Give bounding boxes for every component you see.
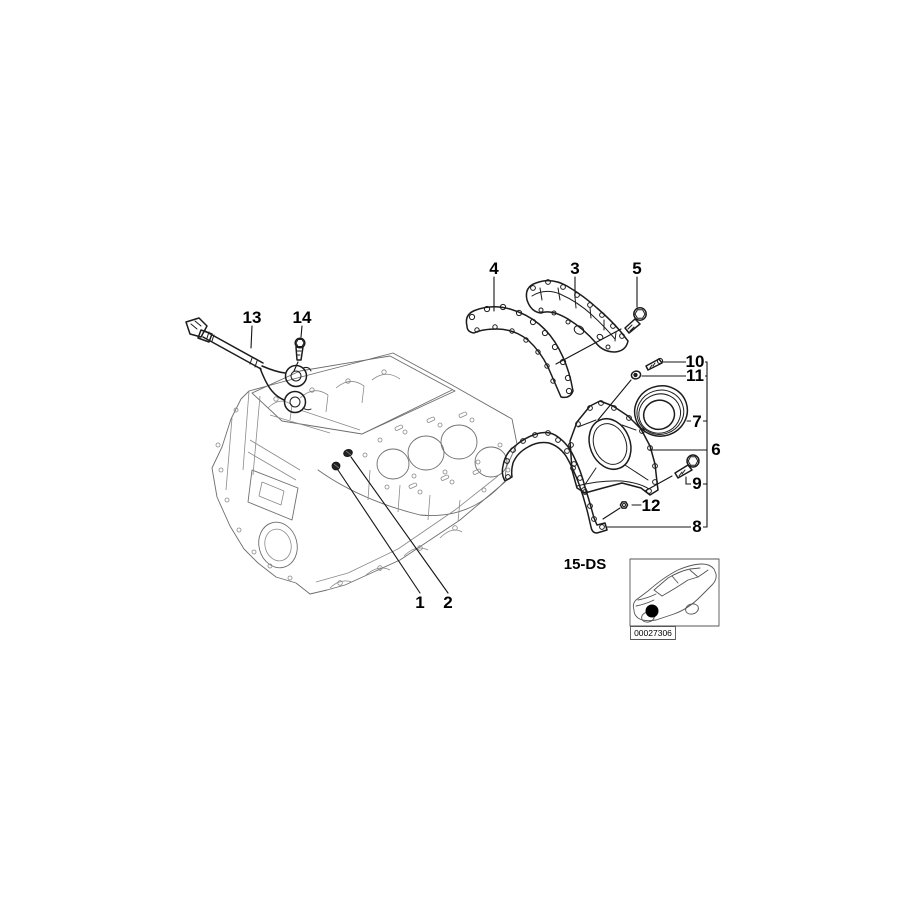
- callout-4[interactable]: 4: [489, 259, 499, 278]
- leader-lines: [250, 276, 708, 594]
- callout-2[interactable]: 2: [443, 593, 452, 612]
- seal-ring-item-7: [633, 385, 689, 437]
- section-label: 15-DS: [564, 556, 607, 573]
- gasket-item-4: [465, 303, 574, 399]
- engine-block-drawing: [211, 352, 518, 595]
- bolt-item-9: [674, 454, 700, 479]
- timing-cover-item-3: [525, 279, 629, 353]
- stud-item-10: [645, 357, 664, 371]
- callout-8[interactable]: 8: [692, 517, 701, 536]
- washer-item-11: [630, 370, 642, 380]
- part-location-dot: [645, 604, 659, 618]
- callout-labels: 1 2 3 4 5 6 7 8 9 10 11 12 13 14: [243, 259, 721, 612]
- callout-1[interactable]: 1: [415, 593, 424, 612]
- callout-6[interactable]: 6: [711, 440, 720, 459]
- callout-11[interactable]: 11: [686, 366, 704, 385]
- gasket-item-8: [501, 430, 608, 534]
- callout-3[interactable]: 3: [570, 259, 579, 278]
- bolt-item-14: [294, 337, 306, 361]
- nut-item-12: [619, 501, 629, 509]
- callout-14[interactable]: 14: [293, 308, 312, 327]
- callout-13[interactable]: 13: [243, 308, 262, 327]
- knock-sensor-harness: [185, 317, 312, 414]
- callout-5[interactable]: 5: [632, 259, 641, 278]
- bolt-item-5: [624, 307, 647, 334]
- callout-7[interactable]: 7: [692, 412, 701, 431]
- rear-cover-item-6: [568, 400, 659, 496]
- callout-9[interactable]: 9: [692, 474, 701, 493]
- image-code: 00027306: [634, 628, 672, 638]
- car-thumbnail: [629, 558, 720, 627]
- image-code-box: 00027306: [630, 626, 676, 640]
- callout-12[interactable]: 12: [642, 496, 661, 515]
- callout-10[interactable]: 10: [686, 352, 705, 371]
